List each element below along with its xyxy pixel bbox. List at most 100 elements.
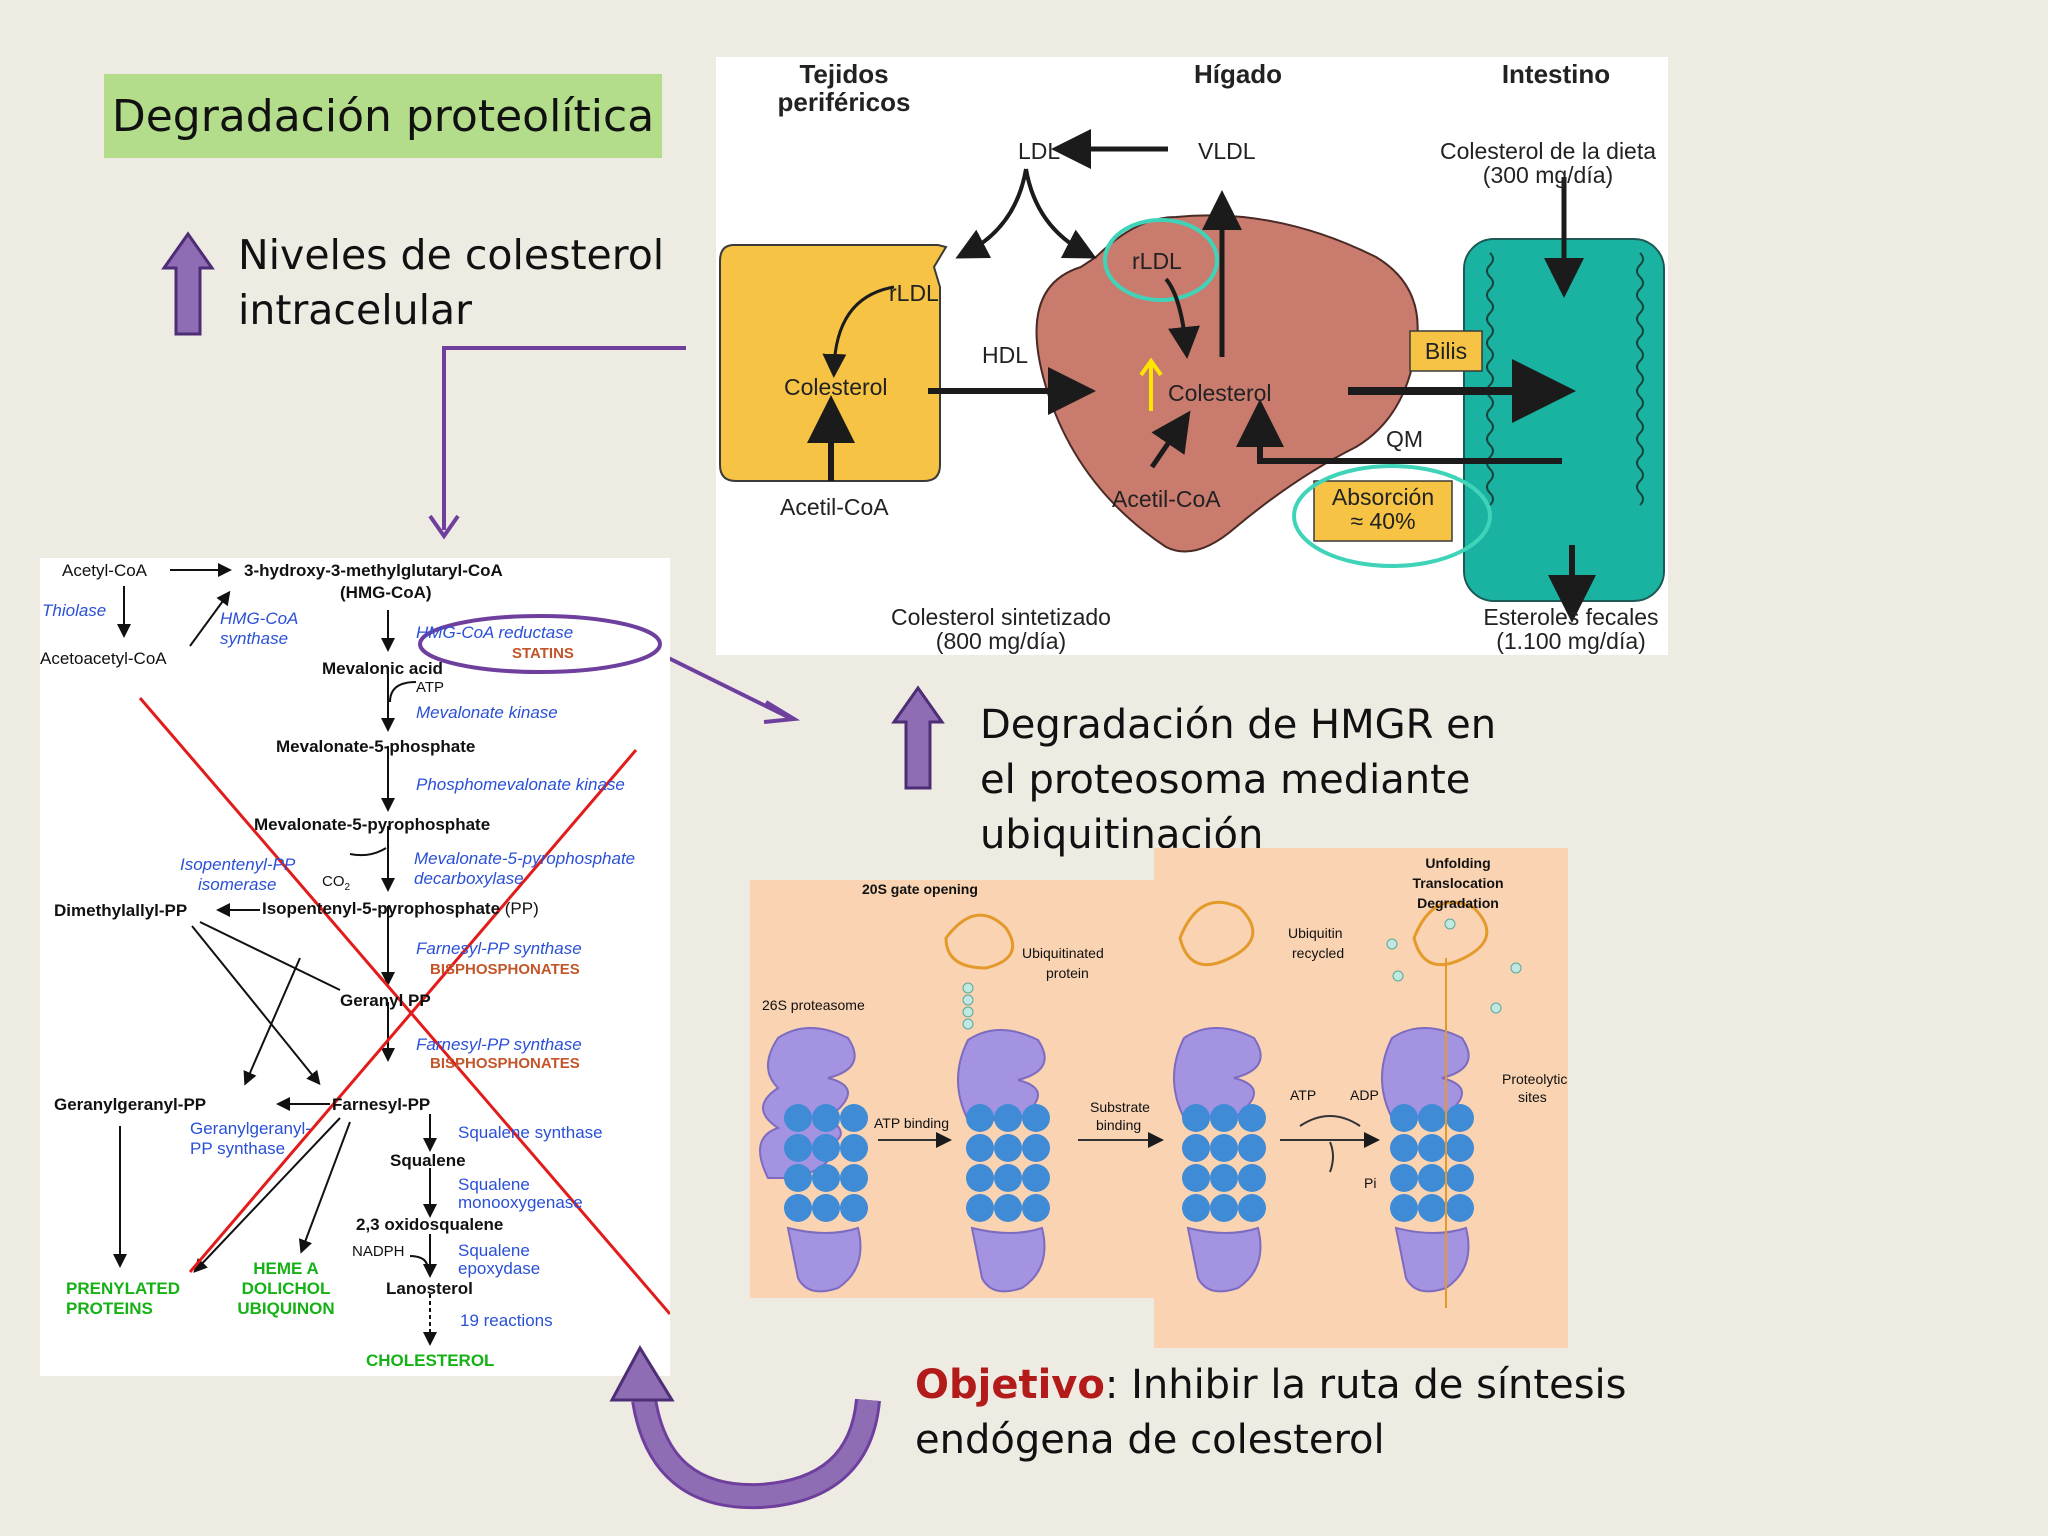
pt-adp: ADP <box>1350 1087 1379 1103</box>
slide-title: Degradación proteolítica <box>104 74 662 158</box>
proteasome-3 <box>1173 900 1266 1293</box>
label-fecales: Esteroles fecales <box>1483 604 1658 630</box>
pw-squalene-mono-1: Squalene <box>458 1175 530 1194</box>
pw-cholesterol: CHOLESTEROL <box>366 1351 494 1370</box>
pw-hmg-coa-2: (HMG-CoA) <box>340 583 432 602</box>
label-dieta-amount: (300 mg/día) <box>1483 162 1613 188</box>
pw-thiolase: Thiolase <box>42 601 106 620</box>
pw-epoxydase-2: epoxydase <box>458 1259 540 1278</box>
label-hdl: HDL <box>982 342 1028 368</box>
pw-bisphosphonates-1: BISPHOSPHONATES <box>430 961 580 978</box>
objective-text: Objetivo: Inhibir la ruta de síntesis en… <box>915 1362 1627 1463</box>
pt-unfolding-1: Unfolding <box>1425 855 1490 871</box>
pt-substrate-1: Substrate <box>1090 1099 1150 1115</box>
label-sintetizado-amount: (800 mg/día) <box>936 628 1066 654</box>
pw-geranyl-pp: Geranyl PP <box>340 991 431 1010</box>
label-fecales-amount: (1.100 mg/día) <box>1496 628 1646 654</box>
pt-pi: Pi <box>1364 1175 1376 1191</box>
intestine-shape <box>1463 238 1665 602</box>
pw-epoxydase-1: Squalene <box>458 1241 530 1260</box>
cross-line-2 <box>188 749 638 1273</box>
label-ldl: LDL <box>1018 138 1060 164</box>
pw-isomerase-2: isomerase <box>198 875 276 894</box>
pw-atp: ATP <box>416 679 444 696</box>
proteasome-4 <box>1381 900 1522 1308</box>
pw-co2: CO2 <box>322 873 351 893</box>
header-tejidos-2: periféricos <box>778 87 911 117</box>
pw-mevalonate-kinase: Mevalonate kinase <box>416 703 558 722</box>
pt-unfolding-3: Degradation <box>1417 895 1499 911</box>
header-intestino: Intestino <box>1502 59 1610 89</box>
label-vldl: VLDL <box>1198 138 1256 164</box>
rldl-highlight <box>1103 218 1219 302</box>
pw-heme-3: UBIQUINON <box>237 1299 334 1318</box>
cross-line-1 <box>138 697 672 1315</box>
pw-mevalonic: Mevalonic acid <box>322 659 443 678</box>
pt-26s: 26S proteasome <box>762 997 865 1013</box>
label-acetil-liver: Acetil-CoA <box>1112 486 1221 512</box>
label-dieta: Colesterol de la dieta <box>1440 138 1656 164</box>
pw-squalene: Squalene <box>390 1151 466 1170</box>
pt-substrate-2: binding <box>1096 1117 1141 1133</box>
pw-prenylated-1: PRENYLATED <box>66 1279 180 1298</box>
up-arrow-icon <box>161 231 215 336</box>
label-absorcion-percent: ≈ 40% <box>1350 508 1415 534</box>
pt-ubiquitinated-2: protein <box>1046 965 1089 981</box>
curved-arrow-icon <box>609 1344 881 1510</box>
pw-nadph: NADPH <box>352 1243 405 1260</box>
pt-ubiquitinated-1: Ubiquitinated <box>1022 945 1104 961</box>
pw-mev5pp: Mevalonate-5-pyrophosphate <box>254 815 490 834</box>
pw-decarboxylase-1: Mevalonate-5-pyrophosphate <box>414 849 635 868</box>
label-rldl-peripheral: rLDL <box>889 280 939 306</box>
pw-mev5p: Mevalonate-5-phosphate <box>276 737 475 756</box>
pw-reactions: 19 reactions <box>460 1311 553 1330</box>
proteasome-1 <box>759 1027 868 1293</box>
proteasome-2 <box>944 913 1050 1293</box>
pw-heme-1: HEME A <box>253 1259 319 1278</box>
pt-atp-binding: ATP binding <box>874 1115 949 1131</box>
pw-fpp-synthase-1: Farnesyl-PP synthase <box>416 939 582 958</box>
pw-acetoacetyl: Acetoacetyl-CoA <box>40 649 167 668</box>
label-rldl-liver: rLDL <box>1132 248 1182 274</box>
pw-ggpp-synthase-1: Geranylgeranyl- <box>190 1119 311 1138</box>
pt-proteolytic-1: Proteolytic <box>1502 1071 1567 1087</box>
pt-gate-opening: 20S gate opening <box>862 881 978 897</box>
label-acetil-peripheral: Acetil-CoA <box>780 494 889 520</box>
note-hmgr-degradation: Degradación de HMGR en el proteosoma med… <box>980 702 1497 858</box>
note-intracellular-cholesterol: Niveles de colesterol intracelular <box>238 231 665 334</box>
pw-phosphomev-kinase: Phosphomevalonate kinase <box>416 775 625 794</box>
pw-hmg-synthase-2: synthase <box>220 629 288 648</box>
pw-fpp-synthase-2: Farnesyl-PP synthase <box>416 1035 582 1054</box>
pw-isopentenyl: Isopentenyl-5-pyrophosphate (PP) <box>262 899 539 918</box>
pt-ubiquitin-1: Ubiquitin <box>1288 925 1342 941</box>
pt-unfolding-2: Translocation <box>1412 875 1503 891</box>
pw-squalene-synthase: Squalene synthase <box>458 1123 603 1142</box>
pw-hmg-synthase-1: HMG-CoA <box>220 609 298 628</box>
pw-hmg-coa-1: 3-hydroxy-3-methylglutaryl-CoA <box>244 561 503 580</box>
pt-proteolytic-2: sites <box>1518 1089 1547 1105</box>
label-qm: QM <box>1386 426 1423 452</box>
pw-prenylated-2: PROTEINS <box>66 1299 153 1318</box>
ubiquitinated-protein-1 <box>944 913 1015 970</box>
pw-statins: STATINS <box>512 645 574 662</box>
pw-heme-2: DOLICHOL <box>242 1279 331 1298</box>
label-sintetizado: Colesterol sintetizado <box>891 604 1111 630</box>
pw-oxidosqualene: 2,3 oxidosqualene <box>356 1215 503 1234</box>
liver-shape <box>1035 214 1419 553</box>
label-bilis: Bilis <box>1425 338 1467 364</box>
unfolding-protein <box>1412 900 1489 967</box>
mevalonate-pathway-diagram: Acetyl-CoA Thiolase Acetoacetyl-CoA HMG-… <box>40 558 672 1376</box>
pw-geranylgeranyl: Geranylgeranyl-PP <box>54 1095 206 1114</box>
ubiquitinated-protein-2 <box>1178 900 1255 967</box>
header-tejidos-1: Tejidos <box>799 59 888 89</box>
pw-acetyl-coa: Acetyl-CoA <box>62 561 148 580</box>
pt-atp: ATP <box>1290 1087 1316 1103</box>
yellow-up-arrow-icon <box>1139 357 1163 377</box>
header-higado: Hígado <box>1194 59 1282 89</box>
hmg-reductase-highlight <box>418 614 662 674</box>
label-colesterol-liver: Colesterol <box>1168 380 1272 406</box>
absorption-highlight <box>1292 464 1492 568</box>
pw-bisphosphonates-2: BISPHOSPHONATES <box>430 1055 580 1072</box>
pw-dimethylallyl: Dimethylallyl-PP <box>54 901 187 920</box>
pw-decarboxylase-2: decarboxylase <box>414 869 524 888</box>
